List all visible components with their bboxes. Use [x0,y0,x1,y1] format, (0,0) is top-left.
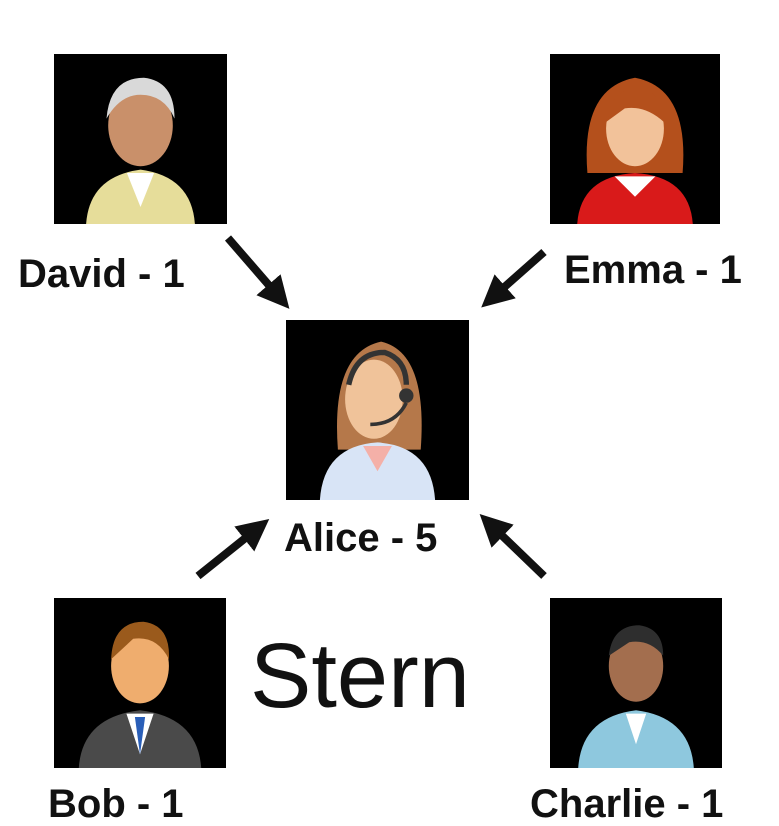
label-charlie: Charlie - 1 [530,782,724,826]
businessman-avatar-icon [54,598,226,768]
woman-avatar-icon [550,54,720,224]
label-bob: Bob - 1 [48,782,184,826]
support-agent-avatar-icon [286,320,469,500]
arrow-bob-to-alice [195,519,270,580]
label-alice: Alice - 5 [284,516,438,560]
arrow-emma-to-alice [481,249,547,308]
label-david: David - 1 [18,252,185,296]
arrow-david-to-alice [224,235,290,309]
old-man-avatar-icon [54,54,227,224]
man-avatar-icon [550,598,722,768]
diagram-title: Stern [250,625,470,727]
label-emma: Emma - 1 [564,248,742,292]
arrow-charlie-to-alice [479,514,547,579]
